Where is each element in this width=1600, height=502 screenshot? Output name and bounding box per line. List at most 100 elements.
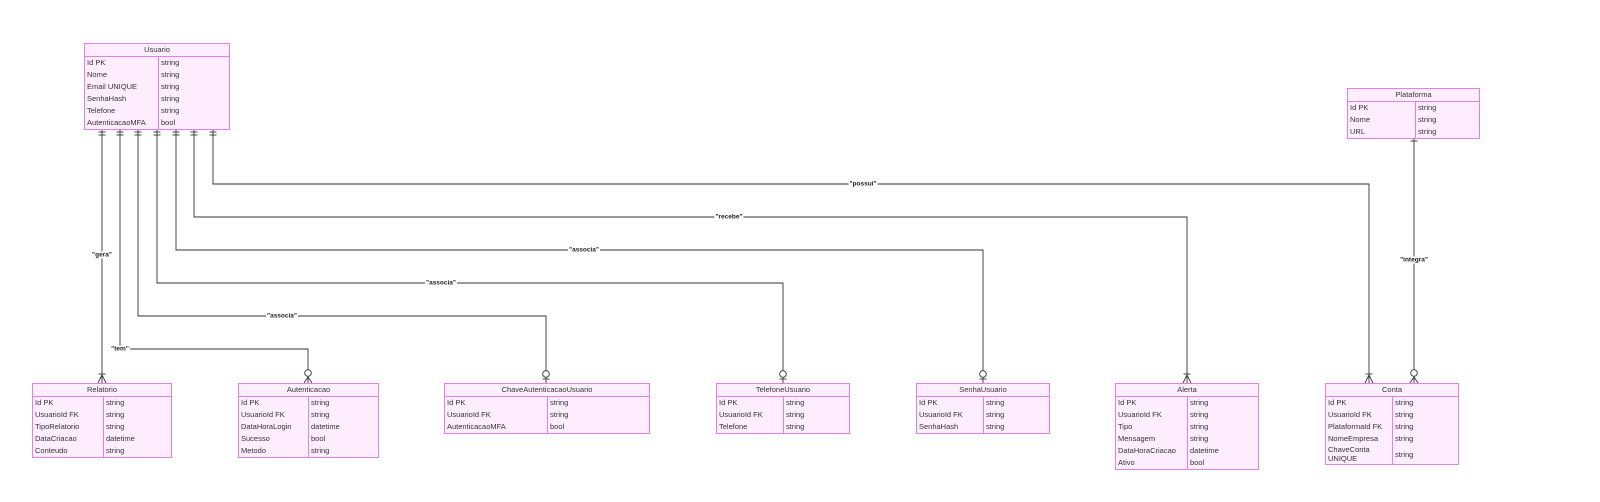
attribute-type: string <box>1190 398 1209 407</box>
entity-title: Conta <box>1326 384 1458 397</box>
attribute-name: Email UNIQUE <box>85 81 159 93</box>
attribute-type: string <box>786 422 805 431</box>
rel-label-tem: "tem" <box>110 345 130 353</box>
attribute-type: string <box>106 422 125 431</box>
relationship-edge-recebe <box>190 128 1192 384</box>
attribute-type: string <box>161 70 180 79</box>
relationship-edge-associa-senha <box>172 128 987 383</box>
attribute-name: Id PK <box>717 397 784 409</box>
entity-title: Plataforma <box>1348 89 1479 102</box>
relationship-edge-associa-telefone <box>153 128 787 383</box>
attribute-name: UsuarioId FK <box>1326 409 1393 421</box>
attribute-type: datetime <box>106 434 135 443</box>
attribute-type: string <box>1395 422 1414 431</box>
attribute-name: UsuarioId FK <box>917 409 984 421</box>
attribute-name: Id PK <box>917 397 984 409</box>
attribute-type: string <box>1190 422 1209 431</box>
relationship-edge-tem <box>116 128 313 384</box>
attribute-type: string <box>1395 434 1414 443</box>
attribute-type: bool <box>1190 458 1205 467</box>
attribute-name: SenhaHash <box>85 93 159 105</box>
rel-label-gera: "gera" <box>91 251 113 259</box>
entity-title: TelefoneUsuario <box>717 384 849 397</box>
entity-title: Usuario <box>85 44 229 57</box>
rel-label-recebe: "recebe" <box>714 213 744 221</box>
attribute-type: string <box>986 422 1005 431</box>
attribute-name: Metodo <box>239 445 309 457</box>
attribute-type: string <box>161 58 180 67</box>
attribute-name: Id PK <box>1326 397 1393 409</box>
attribute-name: UsuarioId FK <box>445 409 548 421</box>
relationship-edge-associa-chave <box>134 128 550 383</box>
attribute-type: string <box>786 398 805 407</box>
attribute-type: string <box>106 410 125 419</box>
attribute-name: UsuarioId FK <box>239 409 309 421</box>
attribute-name: ChaveConta UNIQUE <box>1326 445 1393 464</box>
attribute-type: string <box>1190 410 1209 419</box>
attribute-name: Nome <box>1348 114 1416 126</box>
attribute-name: Telefone <box>85 105 159 117</box>
attribute-name: Id PK <box>1116 397 1188 409</box>
attribute-name: Tipo <box>1116 421 1188 433</box>
attribute-name: DataCriacao <box>33 433 104 445</box>
attribute-name: Id PK <box>85 57 159 69</box>
rel-label-associa-senha: "associa" <box>567 246 601 254</box>
attribute-type: string <box>1190 434 1209 443</box>
attribute-type: string <box>106 398 125 407</box>
attribute-name: NomeEmpresa <box>1326 433 1393 445</box>
attribute-type: bool <box>550 422 565 431</box>
attribute-type: string <box>311 446 330 455</box>
attribute-type: string <box>986 398 1005 407</box>
attribute-name: Id PK <box>445 397 548 409</box>
attribute-type: bool <box>311 434 326 443</box>
attribute-name: Telefone <box>717 421 784 433</box>
attribute-type: string <box>311 410 330 419</box>
attribute-type: string <box>786 410 805 419</box>
rel-label-associa-chave: "associa" <box>265 312 299 320</box>
attribute-name: Id PK <box>1348 102 1416 114</box>
attribute-type: string <box>161 106 180 115</box>
attribute-type: string <box>986 410 1005 419</box>
attribute-name: SenhaHash <box>917 421 984 433</box>
attribute-name: URL <box>1348 126 1416 138</box>
attribute-type: string <box>311 398 330 407</box>
attribute-name: Mensagem <box>1116 433 1188 445</box>
attribute-type: string <box>550 410 569 419</box>
attribute-name: UsuarioId FK <box>33 409 104 421</box>
